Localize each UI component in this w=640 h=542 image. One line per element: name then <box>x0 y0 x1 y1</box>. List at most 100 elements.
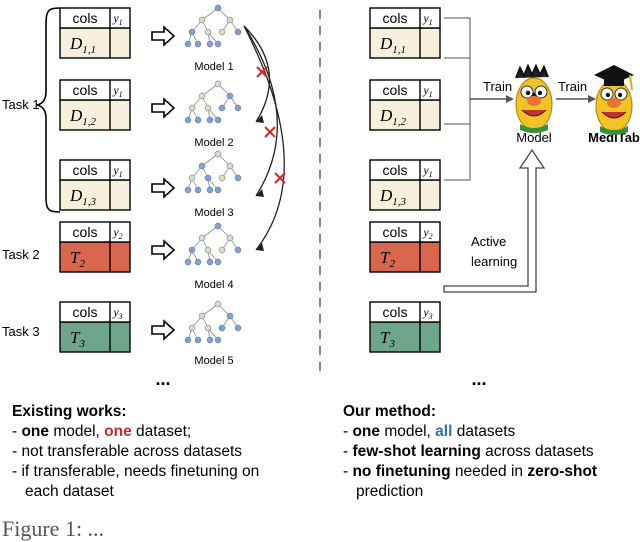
text: needed in <box>450 463 528 480</box>
red-cross <box>256 66 268 78</box>
y-label: y3 <box>422 305 432 321</box>
cols-label: cols <box>73 304 98 320</box>
model-tree <box>184 4 242 48</box>
existing-line-1: - one model, one dataset; <box>12 422 259 442</box>
tree-node <box>234 174 242 182</box>
tree-node <box>188 28 196 36</box>
tree-node <box>184 40 192 48</box>
tree-node <box>194 258 202 266</box>
figure-caption: Figure 1: ... <box>2 516 105 541</box>
tree-node <box>226 162 234 170</box>
ellipsis: ... <box>155 369 170 389</box>
table-header <box>59 221 131 243</box>
y-label: y1 <box>112 163 122 179</box>
ours-line-1: - one model, all datasets <box>343 422 597 442</box>
tree-node <box>184 336 192 344</box>
tree-node <box>234 324 242 332</box>
tree-node <box>218 246 226 254</box>
y-label: y1 <box>112 83 122 99</box>
tree-edge <box>201 83 219 97</box>
data-subscript: 2 <box>389 258 395 270</box>
tree-node <box>198 234 206 242</box>
transfer-curve <box>243 25 285 251</box>
table-header <box>369 159 441 181</box>
tree-node <box>218 324 226 332</box>
tree-node <box>214 222 222 230</box>
transfer-arrowhead <box>256 243 264 251</box>
tree-node <box>188 174 196 182</box>
data-subscript: 3 <box>78 338 85 350</box>
tree-node <box>198 312 206 320</box>
tree-node <box>204 104 212 112</box>
task-label: Task 1 <box>2 97 40 112</box>
tree-node <box>214 80 222 88</box>
bullet: - <box>343 423 353 440</box>
model-tree <box>184 222 242 266</box>
y-label: y2 <box>112 225 122 241</box>
model-label: Model 4 <box>194 279 233 291</box>
tree-node <box>206 186 214 194</box>
ours-heading: Our method: <box>343 403 436 420</box>
cols-label: cols <box>383 82 408 98</box>
table-body <box>369 321 441 353</box>
table-header <box>59 7 131 29</box>
data-subscript: 1,3 <box>392 196 406 208</box>
tree-node <box>214 150 222 158</box>
emphasis: zero-shot <box>527 463 598 480</box>
tree-node <box>188 246 196 254</box>
tree-edge <box>201 153 219 167</box>
active-learning-label: learning <box>471 254 517 269</box>
data-subscript: 1,1 <box>392 44 406 56</box>
model-tree <box>184 300 242 344</box>
existing-line-4: each dataset <box>25 483 114 500</box>
train-label: Train <box>483 79 512 94</box>
text: dataset; <box>131 423 192 440</box>
data-subscript: 1,2 <box>82 116 96 128</box>
tree-node <box>214 40 222 48</box>
model-caption: Model <box>516 130 552 145</box>
train-label: Train <box>558 79 587 94</box>
hollow-arrow <box>151 25 176 47</box>
tree-node <box>214 116 222 124</box>
tree-node <box>214 300 222 308</box>
train-arrowhead-2 <box>588 95 596 103</box>
model-label: Model 2 <box>194 137 233 149</box>
active-learning-label: Active <box>471 234 506 249</box>
tree-node <box>194 116 202 124</box>
tree-node <box>226 16 234 24</box>
table-header <box>59 79 131 101</box>
tree-node <box>194 336 202 344</box>
table-body <box>59 179 131 211</box>
our-method-panel: Our method: - one model, all datasets - … <box>343 402 597 502</box>
data-subscript: 1,1 <box>82 44 96 56</box>
tree-node <box>206 40 214 48</box>
task-label: Task 3 <box>2 324 40 339</box>
data-subscript: 1,2 <box>392 116 406 128</box>
tree-node <box>184 258 192 266</box>
tree-node <box>234 28 242 36</box>
bullet: - <box>12 423 22 440</box>
y-subscript: 1 <box>119 170 123 179</box>
table-header <box>59 159 131 181</box>
model-label: Model 1 <box>194 61 233 73</box>
tree-node <box>188 324 196 332</box>
cols-label: cols <box>383 224 408 240</box>
tree-node <box>184 186 192 194</box>
y-subscript: 3 <box>118 312 123 321</box>
tree-node <box>214 4 222 12</box>
bert-model-icon <box>515 63 553 133</box>
y-label: y1 <box>112 11 122 27</box>
cols-label: cols <box>383 162 408 178</box>
table-header <box>369 7 441 29</box>
transfer-arrowhead <box>256 115 264 123</box>
cols-label: cols <box>73 224 98 240</box>
y-label: y2 <box>422 225 432 241</box>
text: across datasets <box>480 443 594 460</box>
meditab-icon <box>594 65 634 135</box>
transfer-arrowhead <box>256 189 264 197</box>
ours-line-2: - few-shot learning across datasets <box>343 442 597 462</box>
red-cross <box>264 126 276 138</box>
text: datasets <box>452 423 516 440</box>
